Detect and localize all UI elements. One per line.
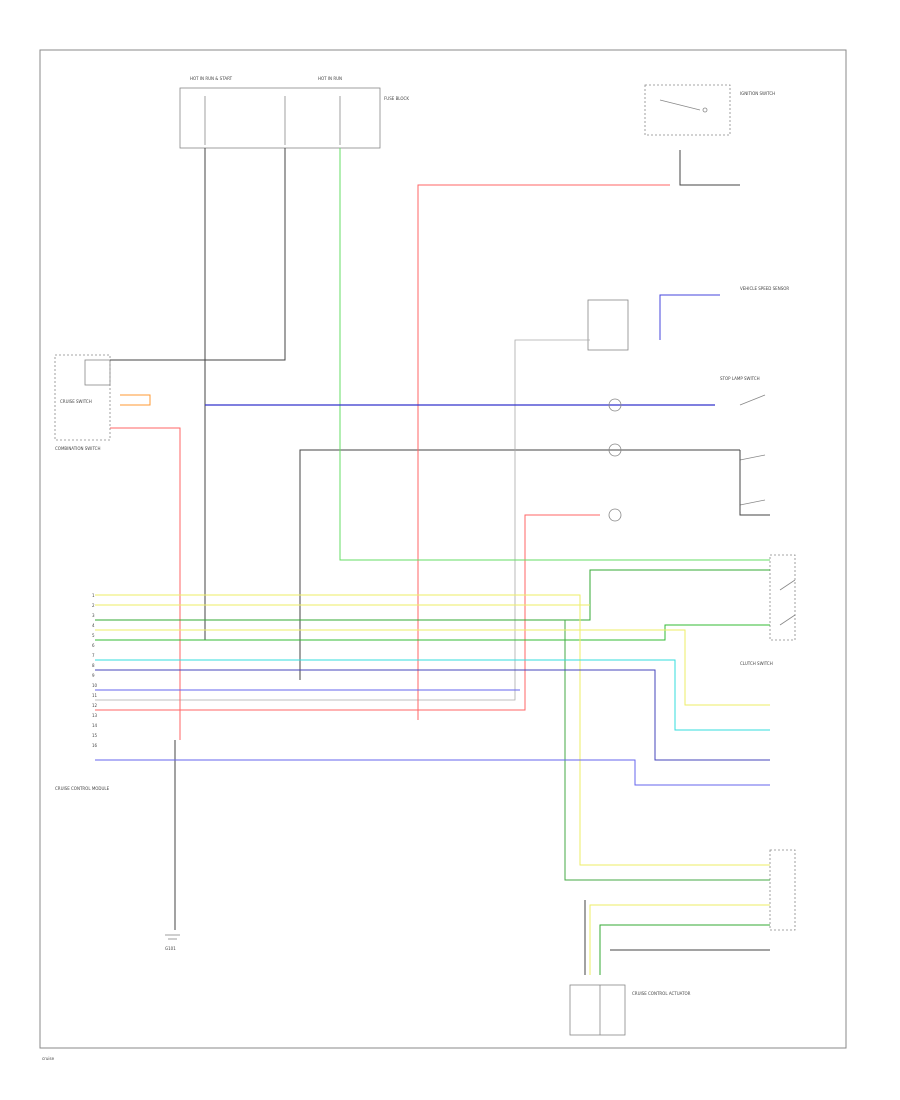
wire-black-6 xyxy=(739,450,770,516)
ignition-switch xyxy=(644,84,731,136)
ground-label: G101 xyxy=(165,946,176,951)
combination-switch xyxy=(54,354,111,441)
svg-text:14: 14 xyxy=(92,723,98,728)
svg-text:13: 13 xyxy=(92,713,98,718)
wire-black-1 xyxy=(110,148,206,641)
wire-blue-4 xyxy=(95,759,770,786)
svg-text:5: 5 xyxy=(92,633,95,638)
wire-yellow-3 xyxy=(95,629,770,706)
wire-yellow-4 xyxy=(589,904,770,975)
wire-red-3 xyxy=(95,514,600,711)
connectors xyxy=(608,398,622,522)
svg-text:4: 4 xyxy=(92,623,95,628)
ground-symbol xyxy=(165,934,180,940)
footer-label: cruise xyxy=(42,1056,55,1061)
clutch-switch-label: CLUTCH SWITCH xyxy=(740,661,773,666)
wire-green-2 xyxy=(95,569,770,621)
module-pins: 1 2 3 4 5 6 7 8 9 10 11 12 13 14 15 16 xyxy=(92,593,98,748)
svg-text:3: 3 xyxy=(92,613,95,618)
wire-green-4 xyxy=(564,620,770,881)
fuse-block-title: FUSE BLOCK xyxy=(384,96,409,101)
svg-text:8: 8 xyxy=(92,663,95,668)
stop-lamp-switch-label: STOP LAMP SWITCH xyxy=(720,376,760,381)
svg-text:1: 1 xyxy=(92,593,95,598)
svg-text:6: 6 xyxy=(92,643,95,648)
svg-text:15: 15 xyxy=(92,733,98,738)
wire-cyan xyxy=(95,659,770,731)
wire-red-1 xyxy=(417,184,670,720)
wire-green-5 xyxy=(599,924,770,975)
wire-blue-2 xyxy=(95,669,770,761)
wire-green-1 xyxy=(339,148,770,561)
actuator-label: CRUISE CONTROL ACTUATOR xyxy=(632,991,691,996)
wire-red-2 xyxy=(110,427,181,740)
wire-black-5 xyxy=(679,150,740,186)
wire-green-3 xyxy=(95,624,770,641)
svg-text:2: 2 xyxy=(92,603,95,608)
svg-text:12: 12 xyxy=(92,703,98,708)
stop-lamp-switch xyxy=(739,394,766,506)
vehicle-speed-sensor xyxy=(587,299,629,351)
wire-yellow-1 xyxy=(95,594,770,866)
wire-blue-5 xyxy=(659,294,720,340)
vehicle-speed-sensor-label: VEHICLE SPEED SENSOR xyxy=(740,286,789,291)
combination-switch-label: COMBINATION SWITCH xyxy=(55,446,100,451)
ignition-switch-label: IGNITION SWITCH xyxy=(740,91,775,96)
svg-text:11: 11 xyxy=(92,693,98,698)
svg-text:10: 10 xyxy=(92,683,98,688)
cruise-switch-label: CRUISE SWITCH xyxy=(60,399,92,404)
svg-text:9: 9 xyxy=(92,673,95,678)
wire-orange xyxy=(120,394,151,406)
fuse-block-label-left: HOT IN RUN & START xyxy=(190,76,233,81)
fuse-block-label-right: HOT IN RUN xyxy=(318,76,342,81)
wire-black-2 xyxy=(110,148,286,361)
diagram-frame xyxy=(39,49,847,1049)
module-label: CRUISE CONTROL MODULE xyxy=(55,786,110,791)
svg-text:16: 16 xyxy=(92,743,98,748)
actuator xyxy=(569,849,796,1036)
fuse-block xyxy=(179,87,381,149)
svg-text:7: 7 xyxy=(92,653,95,658)
clutch-switch xyxy=(769,554,796,641)
wire-black-3 xyxy=(299,449,740,680)
wire-gray-1 xyxy=(95,339,590,701)
